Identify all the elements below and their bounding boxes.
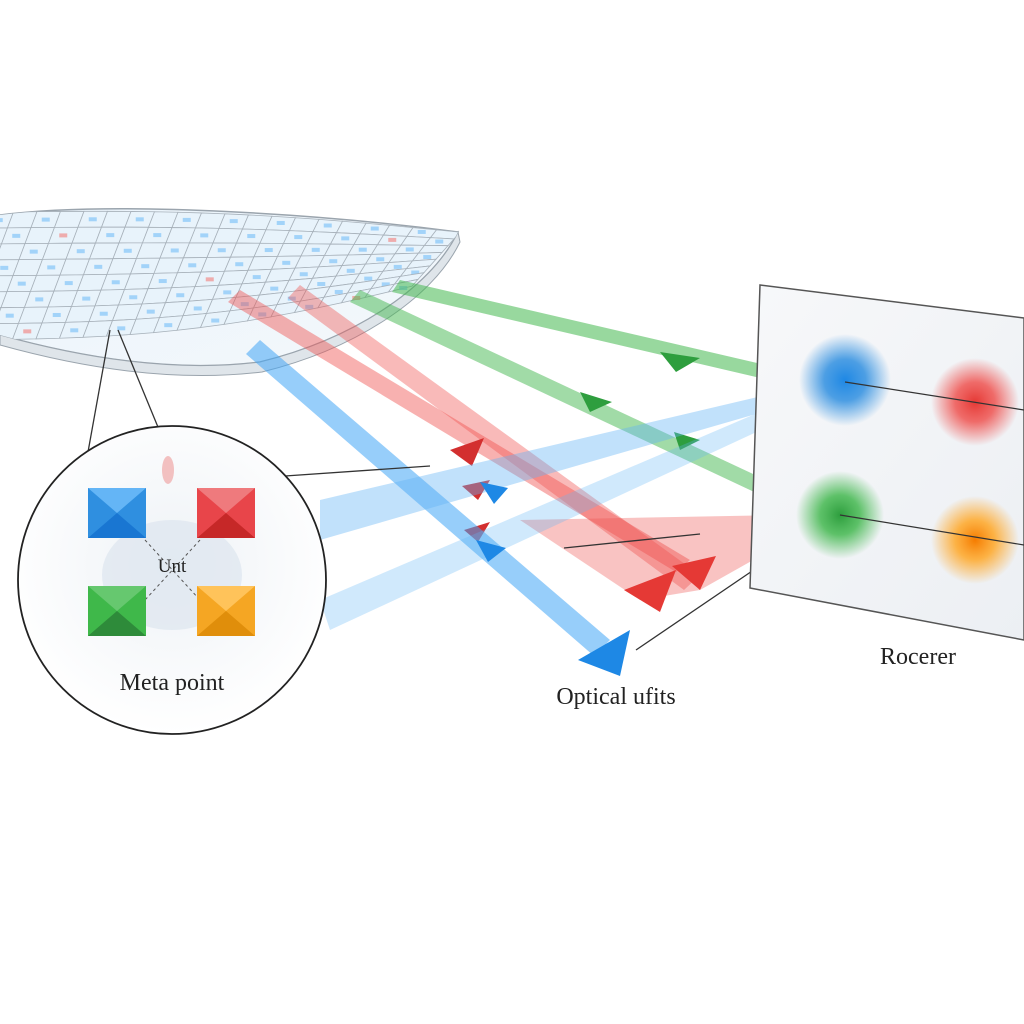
unit-cell-blue [88,488,146,538]
metasurface-cell-dot [23,329,32,334]
meta-point-magnifier [17,425,327,735]
metasurface-cell-dot [211,318,220,323]
metasurface-cell-dot [123,248,132,253]
metasurface-cell-dot [59,233,68,238]
unit-cell-red [197,488,255,538]
metasurface-cell-dot [82,296,91,301]
unit-cell-green [88,586,146,636]
metasurface-cell-dot [311,247,320,252]
metasurface-cell-dot [299,272,308,277]
metasurface-cell-dot [88,217,97,222]
metasurface-cell-dot [153,233,162,238]
metasurface-cell-dot [64,281,73,286]
metasurface-cell-dot [188,263,197,268]
receiver-label: Rocerer [880,644,956,670]
arrowhead-green-2 [580,392,612,412]
metasurface-cell-dot [317,282,326,287]
metasurface-cell-dot [176,293,185,298]
metasurface-cell-dot [135,217,144,222]
metasurface-cell-dot [94,264,103,269]
metasurface-cell-dot [411,270,420,275]
meta-point-label: Meta point [120,670,225,696]
metasurface-cell-dot [12,233,21,238]
metasurface-cell-dot [200,233,209,238]
metasurface-cell-dot [381,282,390,287]
light-beams [228,280,835,676]
metasurface-cell-dot [240,302,249,307]
unit-cell-orange [197,586,255,636]
metasurface-cell-dot [205,277,214,282]
metasurface-cell-dot [341,236,350,241]
arrowhead-green-1 [660,352,700,372]
metasurface-cell-dot [405,247,414,252]
metasurface-cell-dot [29,249,38,254]
metasurface-cell-dot [435,239,444,244]
receiver-screen [749,284,1024,641]
metasurface-cell-dot [217,248,226,253]
metasurface-cell-dot [264,248,273,253]
metasurface-cell-dot [117,326,126,331]
metasurface-cell-dot [5,313,14,318]
metasurface-cell-dot [247,234,256,239]
metasurface-cell-dot [129,295,138,300]
metasurface-cell-dot [329,259,338,264]
metasurface-cell-dot [364,276,373,281]
arrowhead-blue-1 [578,630,630,676]
arrowhead-red-1 [450,438,484,466]
metasurface-cell-dot [41,217,50,222]
metasurface-cell-dot [305,304,314,309]
metasurface-cell-dot [258,312,267,317]
metasurface-cell-dot [358,247,367,252]
arrowhead-blue-3 [480,482,508,504]
metasurface-cell-dot [370,226,379,231]
metasurface-cell-dot [334,289,343,294]
metasurface-cell-dot [276,220,285,225]
optical-label: Optical ufits [556,684,675,710]
metasurface-cell-dot [235,262,244,267]
metasurface-cell-dot [0,218,3,223]
metasurface-cell-dot [141,264,150,269]
metasurface-cell-dot [223,290,232,295]
metasurface-sheet [0,208,461,377]
metasurface-cell-dot [323,223,332,228]
metasurface-cell-dot [393,264,402,269]
spot-blue [799,334,891,426]
metasurface-cell-dot [0,265,9,270]
metasurface-cell-dot [252,275,261,280]
metasurface-cell-dot [111,280,120,285]
metasurface-cell-dot [287,296,296,301]
metasurface-cell-dot [47,265,56,270]
arrowhead-blue-2 [476,540,506,562]
metasurface-cell-dot [229,219,238,224]
metasurface-cell-dot [76,249,85,254]
arrowhead-red-5 [672,556,716,590]
arrowhead-green-3 [674,432,700,450]
metasurface-cell-dot [99,311,108,316]
metasurface-cell-dot [146,309,155,314]
metasurface-cell-dot [158,279,167,284]
metasurface-cell-dot [52,312,61,317]
metasurface-cell-dot [376,257,385,262]
metasurface-cell-dot [417,229,426,234]
metasurface-cell-dot [106,233,115,238]
metasurface-cell-dot [170,248,179,253]
metasurface-cell-dot [193,306,202,311]
metasurface-cell-dot [182,217,191,222]
metasurface-cell-dot [388,237,397,242]
metasurface-cell-dot [294,235,303,240]
arrowhead-red-4 [624,570,676,612]
metasurface-cell-dot [35,297,44,302]
metasurface-cell-dot [270,286,279,291]
metasurface-cell-dot [164,323,173,328]
metasurface-cell-dot [70,328,79,333]
metasurface-cell-dot [282,260,291,265]
unit-label: Unt [158,556,187,577]
metasurface-cell-dot [17,281,26,286]
spot-orange [931,496,1019,584]
metasurface-cell-dot [346,268,355,273]
metasurface-cell-dot [423,255,432,260]
